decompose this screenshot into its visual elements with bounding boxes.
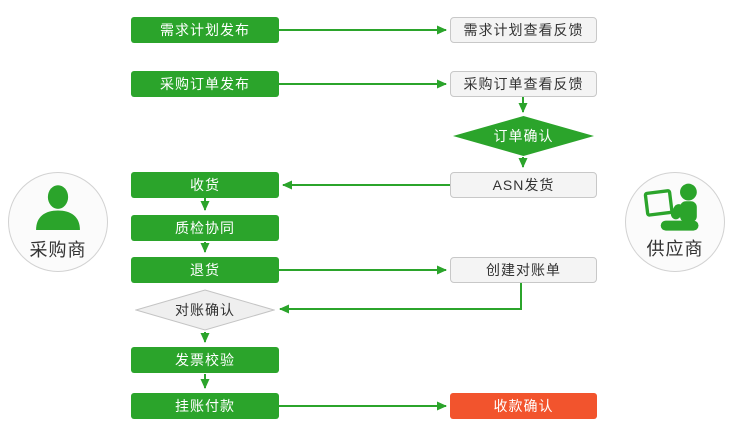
node-statement-confirm: 对账确认 <box>135 289 275 331</box>
node-purchase-order-feedback: 采购订单查看反馈 <box>450 71 597 97</box>
node-quality-collab: 质检协同 <box>131 215 279 241</box>
buyer-label: 采购商 <box>29 240 87 260</box>
buyer-circle: 采购商 <box>8 172 108 272</box>
node-asn-ship: ASN发货 <box>450 172 597 198</box>
supplier-label: 供应商 <box>646 239 704 259</box>
node-create-statement: 创建对账单 <box>450 257 597 283</box>
diamond-label: 订单确认 <box>493 128 554 144</box>
supplier-laptop-person-icon <box>643 183 699 231</box>
diamond-shape <box>453 116 594 156</box>
node-demand-plan-feedback: 需求计划查看反馈 <box>450 17 597 43</box>
node-order-confirm: 订单确认 <box>453 116 594 156</box>
diamond-label: 对账确认 <box>175 302 235 318</box>
diamond-shape <box>135 289 275 331</box>
node-book-payment: 挂账付款 <box>131 393 279 419</box>
buyer-person-icon <box>36 185 80 230</box>
supplier-circle: 供应商 <box>625 172 725 272</box>
node-receive-goods: 收货 <box>131 172 279 198</box>
node-invoice-check: 发票校验 <box>131 347 279 373</box>
node-return-goods: 退货 <box>131 257 279 283</box>
node-demand-plan-publish: 需求计划发布 <box>131 17 279 43</box>
node-purchase-order-publish: 采购订单发布 <box>131 71 279 97</box>
arrow-statement-to-confirm <box>279 283 522 314</box>
node-receipt-confirm: 收款确认 <box>450 393 597 419</box>
